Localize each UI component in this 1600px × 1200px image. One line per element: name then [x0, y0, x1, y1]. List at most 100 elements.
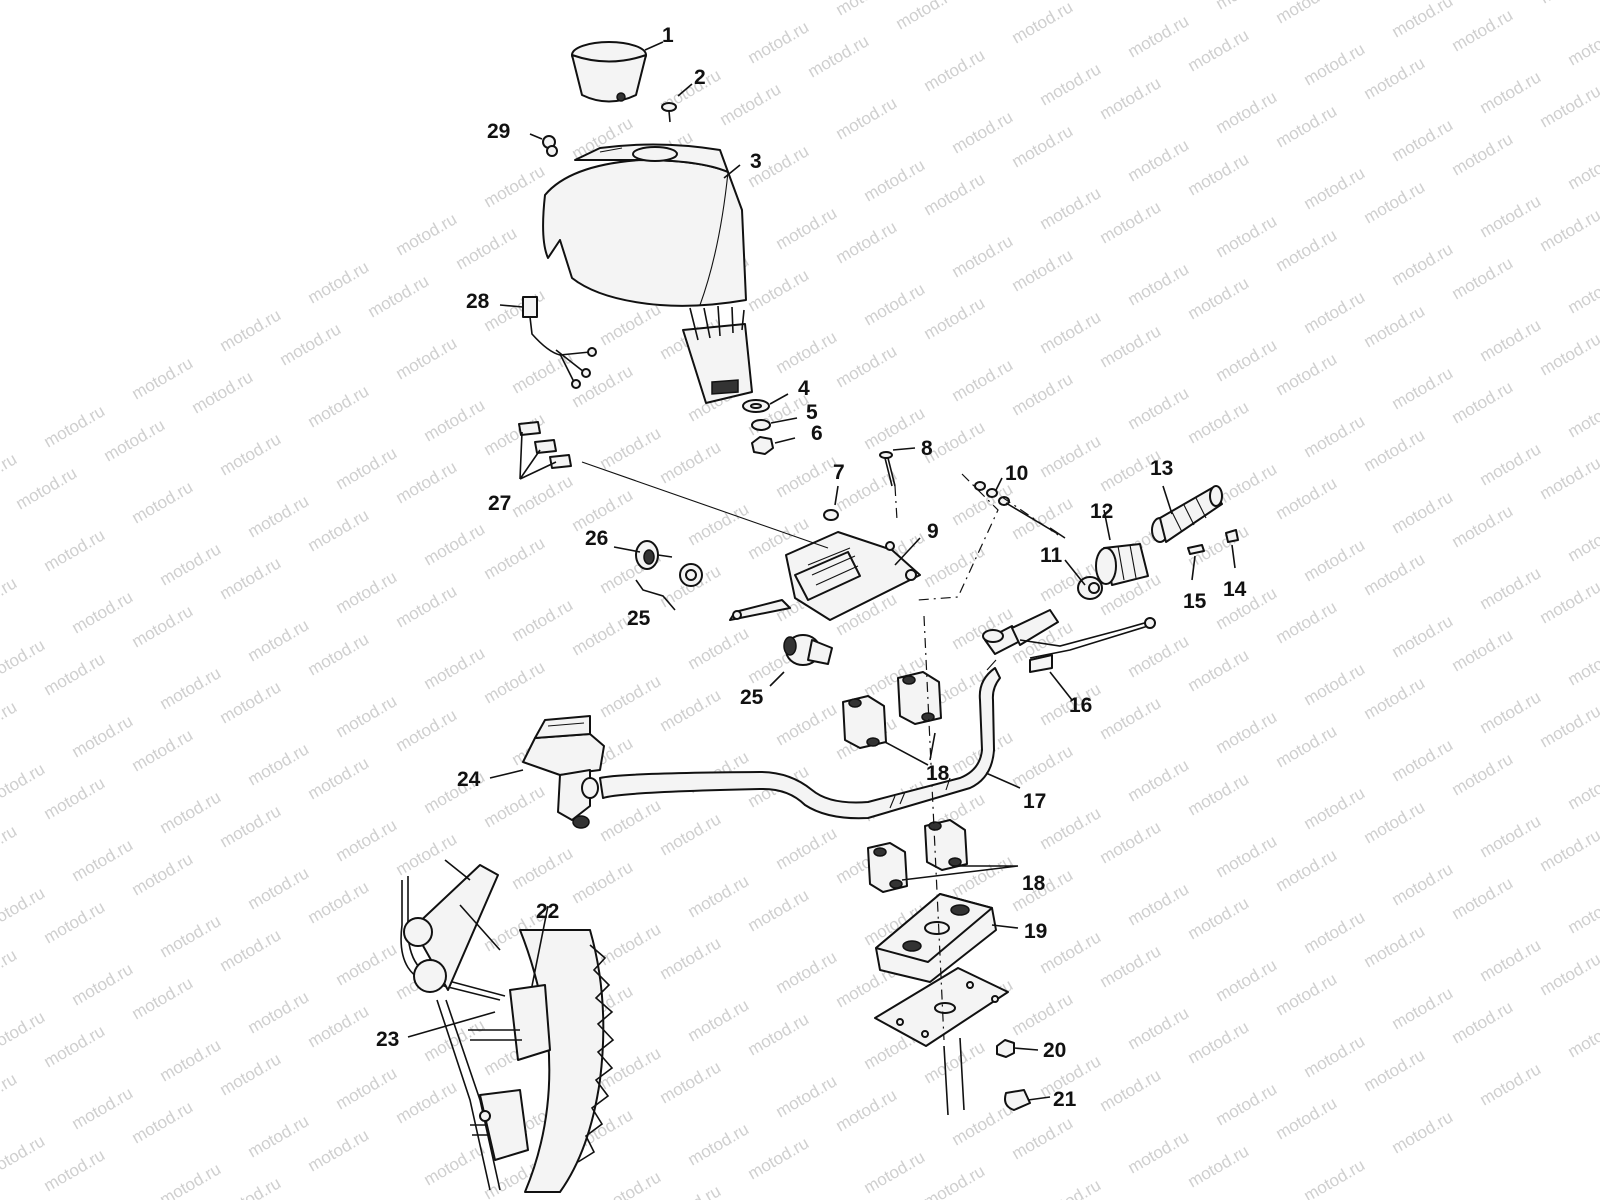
- watermark-text: motod.ru: [921, 293, 989, 343]
- watermark-text: motod.ru: [0, 1131, 48, 1181]
- callout-3: 3: [750, 150, 762, 173]
- watermark-text: motod.ru: [1477, 315, 1545, 365]
- watermark-text: motod.ru: [1213, 1079, 1281, 1129]
- part-29-nut: [542, 135, 558, 157]
- callout-25-lower: 25: [740, 686, 764, 709]
- watermark-text: motod.ru: [1449, 501, 1517, 551]
- watermark-text: motod.ru: [773, 823, 841, 873]
- watermark-text: motod.ru: [1009, 369, 1077, 419]
- watermark-text: motod.ru: [41, 1145, 109, 1195]
- watermark-text: motod.ru: [0, 883, 48, 933]
- part-8-bolt: [879, 451, 896, 487]
- watermark-text: motod.ru: [101, 415, 169, 465]
- watermark-text: motod.ru: [1389, 239, 1457, 289]
- watermark-text: motod.ru: [1565, 267, 1600, 317]
- watermark-text: motod.ru: [745, 1009, 813, 1059]
- callout-6: 6: [811, 422, 823, 445]
- callout-18-upper: 18: [926, 762, 950, 785]
- watermark-text: motod.ru: [1097, 73, 1165, 123]
- watermark-text: motod.ru: [1009, 121, 1077, 171]
- part-5-lock-washer: [751, 419, 771, 431]
- watermark-text: motod.ru: [1477, 935, 1545, 985]
- part-headlight-bracket: [682, 305, 753, 404]
- watermark-text: motod.ru: [685, 1119, 753, 1169]
- watermark-text: motod.ru: [245, 739, 313, 789]
- watermark-text: motod.ru: [69, 1083, 137, 1133]
- part-14-cap: [1225, 529, 1239, 543]
- watermark-text: motod.ru: [1125, 11, 1193, 61]
- watermark-text: motod.ru: [745, 17, 813, 67]
- part-1-cup: [571, 41, 647, 103]
- watermark-text: motod.ru: [333, 815, 401, 865]
- watermark-text: motod.ru: [1125, 631, 1193, 681]
- watermark-text: motod.ru: [597, 423, 665, 473]
- watermark-text: motod.ru: [893, 0, 961, 33]
- watermark-text: motod.ru: [217, 1173, 285, 1200]
- watermark-text: motod.ru: [1477, 811, 1545, 861]
- callout-2: 2: [694, 66, 706, 89]
- watermark-text: motod.ru: [365, 271, 433, 321]
- watermark-text: motod.ru: [1361, 797, 1429, 847]
- watermark-text: motod.ru: [393, 333, 461, 383]
- watermark-text: motod.ru: [1301, 535, 1369, 585]
- watermark-text: motod.ru: [217, 553, 285, 603]
- watermark-text: motod.ru: [1361, 921, 1429, 971]
- watermark-text: motod.ru: [1301, 287, 1369, 337]
- watermark-text: motod.ru: [421, 519, 489, 569]
- watermark-text: motod.ru: [1565, 887, 1600, 937]
- part-26-choke-knob: [635, 540, 673, 570]
- callout-28: 28: [466, 290, 490, 313]
- watermark-text: motod.ru: [657, 685, 725, 735]
- callout-1: 1: [662, 24, 674, 47]
- watermark-text: motod.ru: [1389, 115, 1457, 165]
- part-13-grip: [1151, 485, 1223, 543]
- watermark-text: motod.ru: [1301, 1031, 1369, 1081]
- watermark-text: motod.ru: [157, 663, 225, 713]
- watermark-text: motod.ru: [861, 155, 929, 205]
- watermark-text: motod.ru: [305, 381, 373, 431]
- callout-10: 10: [1005, 462, 1028, 485]
- watermark-text: motod.ru: [745, 265, 813, 315]
- callout-24: 24: [457, 768, 481, 791]
- watermark-text: motod.ru: [1185, 893, 1253, 943]
- watermark-text: motod.ru: [245, 863, 313, 913]
- watermark-text: motod.ru: [1213, 335, 1281, 385]
- watermark-text: motod.ru: [1185, 769, 1253, 819]
- watermark-text: motod.ru: [745, 1133, 813, 1183]
- watermark-text: motod.ru: [0, 1069, 20, 1119]
- watermark-text: motod.ru: [921, 45, 989, 95]
- callout-25-upper: 25: [627, 607, 651, 630]
- watermark-text: motod.ru: [1537, 701, 1600, 751]
- watermark-text: motod.ru: [1361, 425, 1429, 475]
- watermark-text: motod.ru: [1213, 831, 1281, 881]
- part-6-nut: [751, 436, 774, 455]
- watermark-text: motod.ru: [1449, 749, 1517, 799]
- watermark-text: motod.ru: [597, 1043, 665, 1093]
- watermark-text: motod.ru: [1037, 307, 1105, 357]
- part-25-ignition-switch: [783, 634, 833, 666]
- watermark-text: motod.ru: [1037, 59, 1105, 109]
- callout-15: 15: [1183, 590, 1207, 613]
- part-3-headlight-pod: [542, 143, 747, 307]
- watermark-text: motod.ru: [1449, 5, 1517, 55]
- watermark-text: motod.ru: [245, 491, 313, 541]
- watermark-text: motod.ru: [217, 429, 285, 479]
- watermark-text: motod.ru: [1273, 845, 1341, 895]
- part-18-lower-clamps: [867, 819, 968, 893]
- watermark-text: motod.ru: [1537, 577, 1600, 627]
- watermark-text: motod.ru: [1009, 493, 1077, 543]
- watermark-text: motod.ru: [1565, 639, 1600, 689]
- watermark-text: motod.ru: [1361, 549, 1429, 599]
- watermark-text: motod.ru: [481, 533, 549, 583]
- watermark-text: motod.ru: [217, 305, 285, 355]
- watermark-text: motod.ru: [13, 463, 81, 513]
- watermark-text: motod.ru: [421, 395, 489, 445]
- watermark-text: motod.ru: [1477, 191, 1545, 241]
- part-20-nut: [996, 1039, 1015, 1058]
- watermark-text: motod.ru: [0, 573, 20, 623]
- watermark-text: motod.ru: [1037, 183, 1105, 233]
- watermark-text: motod.ru: [685, 623, 753, 673]
- callout-14: 14: [1223, 578, 1247, 601]
- callout-13: 13: [1150, 457, 1173, 480]
